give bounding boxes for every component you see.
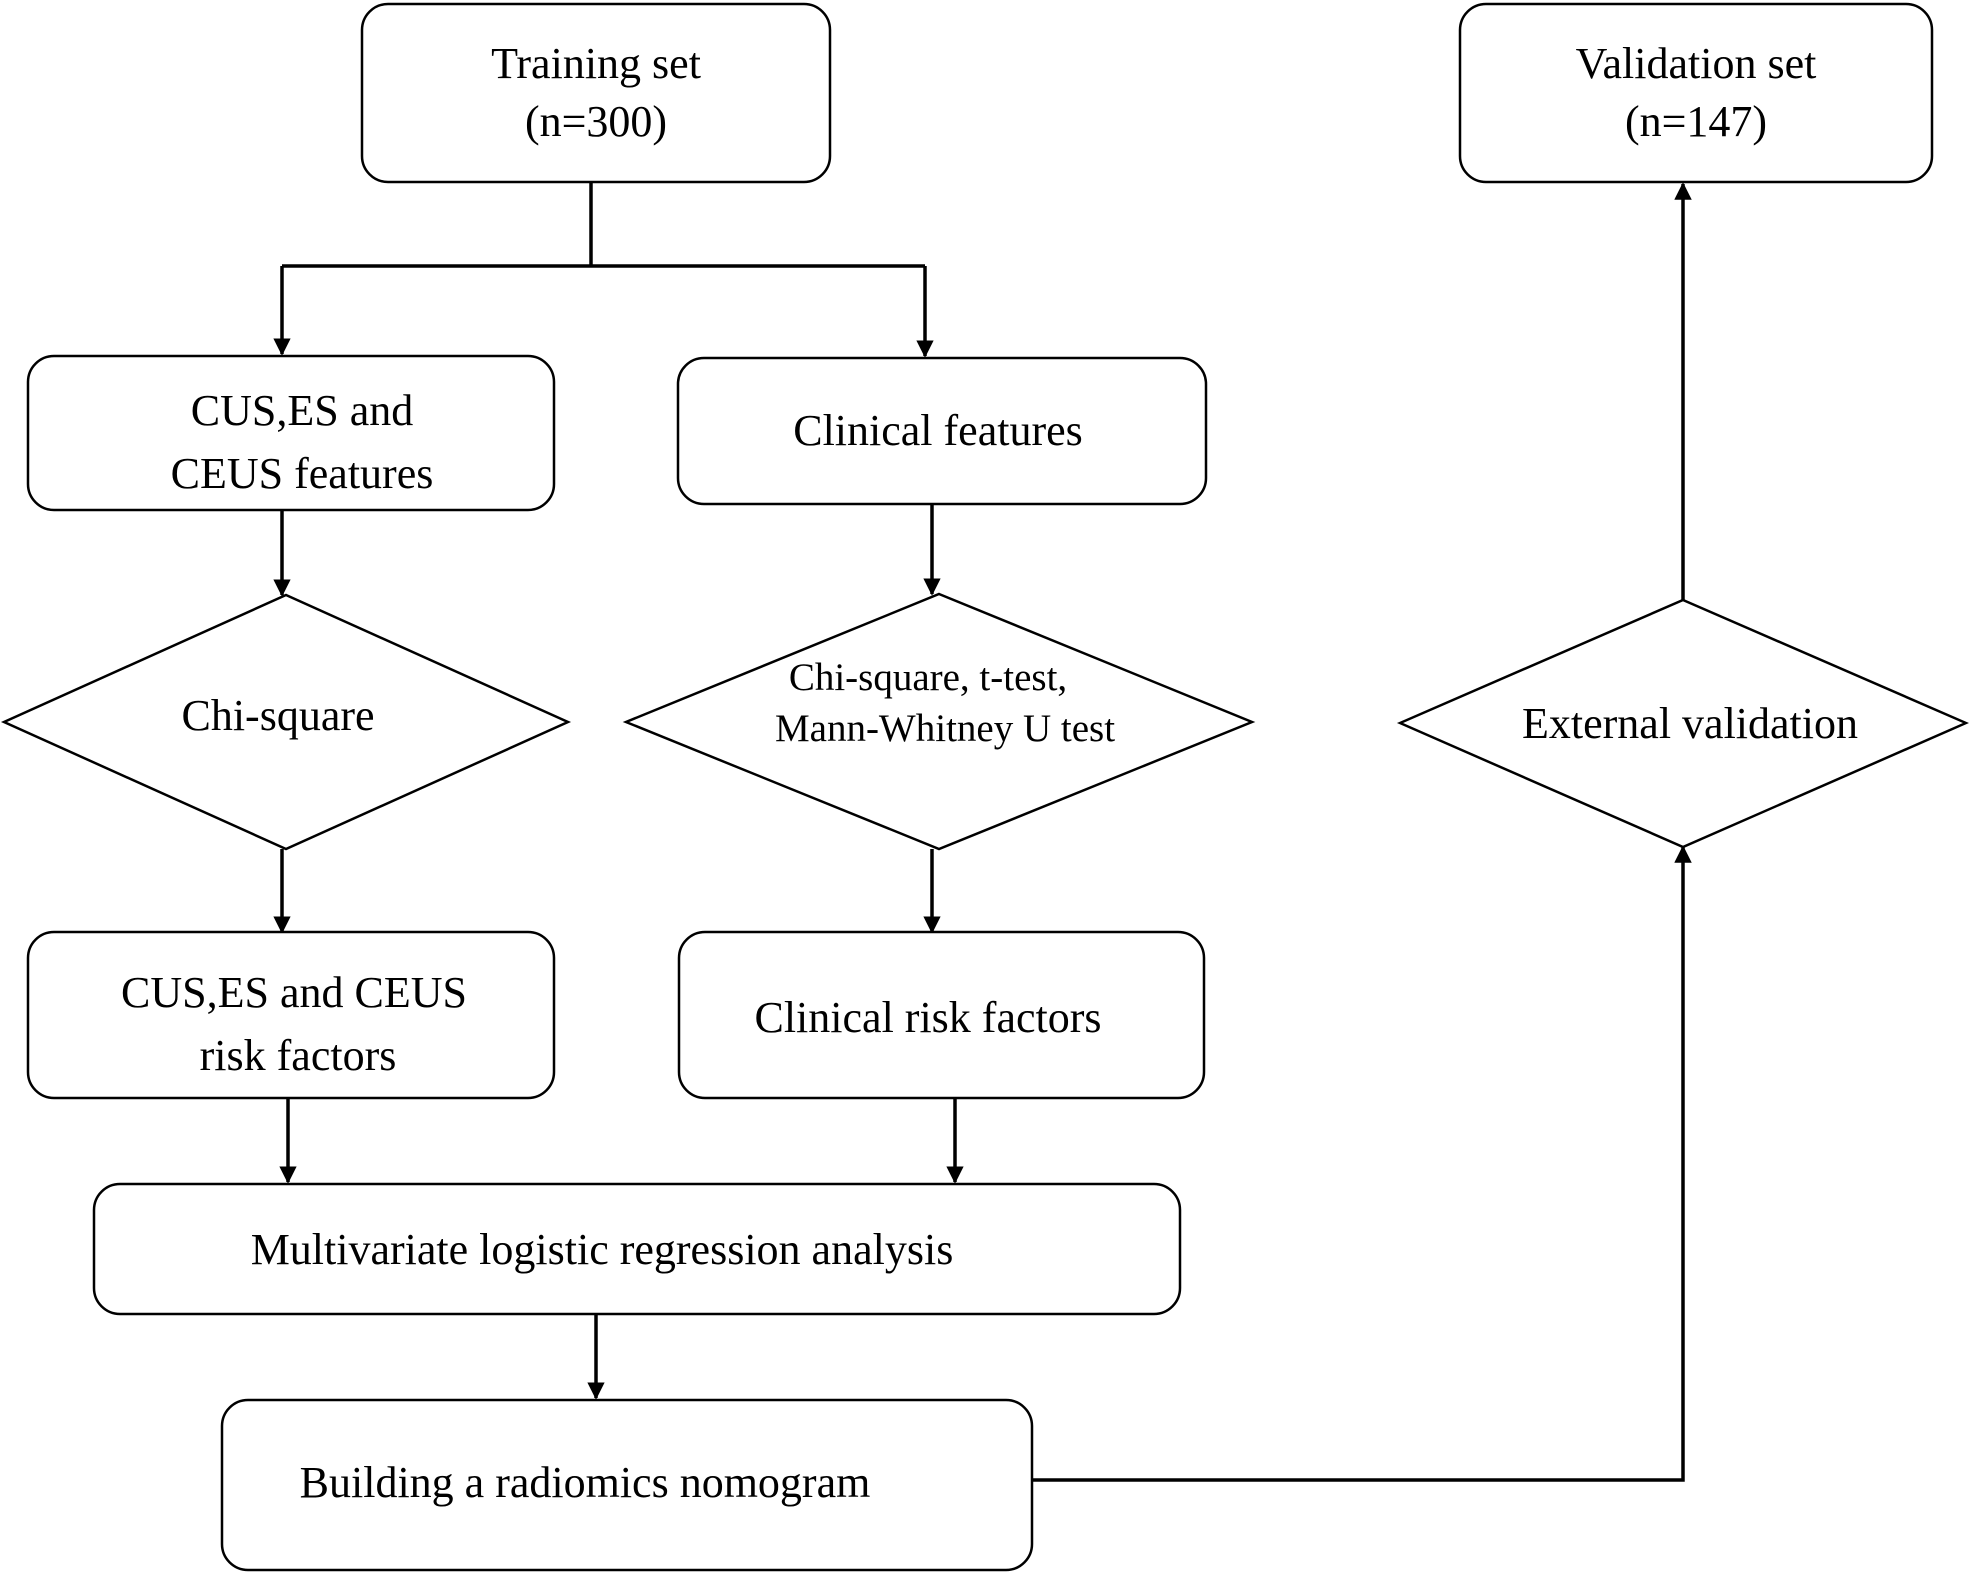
- training-set-box: [360, 2, 832, 184]
- training-set-count: (n=300): [525, 97, 667, 146]
- clinical-features-label: Clinical features: [793, 406, 1083, 455]
- node-training-set: Training set (n=300): [360, 2, 832, 184]
- node-imaging-risk-factors: CUS,ES and CEUS risk factors: [26, 930, 556, 1100]
- imaging-features-line1: CUS,ES and: [191, 386, 413, 435]
- imaging-risk-factors-line2: risk factors: [200, 1031, 397, 1080]
- clinical-risk-factors-label: Clinical risk factors: [754, 993, 1101, 1042]
- node-nomogram: Building a radiomics nomogram: [220, 1398, 1034, 1572]
- chi-square-label: Chi-square: [181, 691, 374, 740]
- clinical-features-box: [676, 356, 1208, 506]
- node-multivariate: Multivariate logistic regression analysi…: [92, 1182, 1182, 1316]
- imaging-risk-factors-box: [26, 930, 556, 1100]
- external-validation-label: External validation: [1522, 699, 1858, 748]
- clinical-risk-factors-box: [677, 930, 1206, 1100]
- multivariate-label: Multivariate logistic regression analysi…: [251, 1225, 954, 1274]
- nomogram-label: Building a radiomics nomogram: [300, 1458, 871, 1507]
- node-chi-square: Chi-square: [0, 593, 572, 851]
- imaging-features-box: [26, 354, 556, 512]
- training-set-title: Training set: [491, 39, 701, 88]
- chi-square-diamond: [0, 593, 572, 851]
- node-validation-set: Validation set (n=147): [1458, 2, 1934, 184]
- external-validation-diamond: [1396, 598, 1969, 849]
- clinical-tests-diamond: [622, 592, 1256, 851]
- node-clinical-risk-factors: Clinical risk factors: [677, 930, 1206, 1100]
- node-imaging-features: CUS,ES and CEUS features: [26, 354, 556, 512]
- node-clinical-tests: Chi-square, t-test, Mann-Whitney U test: [622, 592, 1256, 851]
- multivariate-box: [92, 1182, 1182, 1316]
- clinical-tests-line1: Chi-square, t-test,: [789, 656, 1067, 699]
- node-external-validation: External validation: [1396, 598, 1969, 849]
- nomogram-box: [220, 1398, 1034, 1572]
- imaging-risk-factors-line1: CUS,ES and CEUS: [121, 968, 467, 1017]
- edge-nomogram-to-external-validation: [1032, 845, 1692, 1482]
- node-clinical-features: Clinical features: [676, 356, 1208, 506]
- validation-set-count: (n=147): [1625, 97, 1767, 146]
- validation-set-title: Validation set: [1576, 39, 1817, 88]
- clinical-tests-line2: Mann-Whitney U test: [775, 707, 1115, 750]
- connectors: [273, 182, 1692, 1482]
- validation-set-box: [1458, 2, 1934, 184]
- imaging-features-line2: CEUS features: [171, 449, 434, 498]
